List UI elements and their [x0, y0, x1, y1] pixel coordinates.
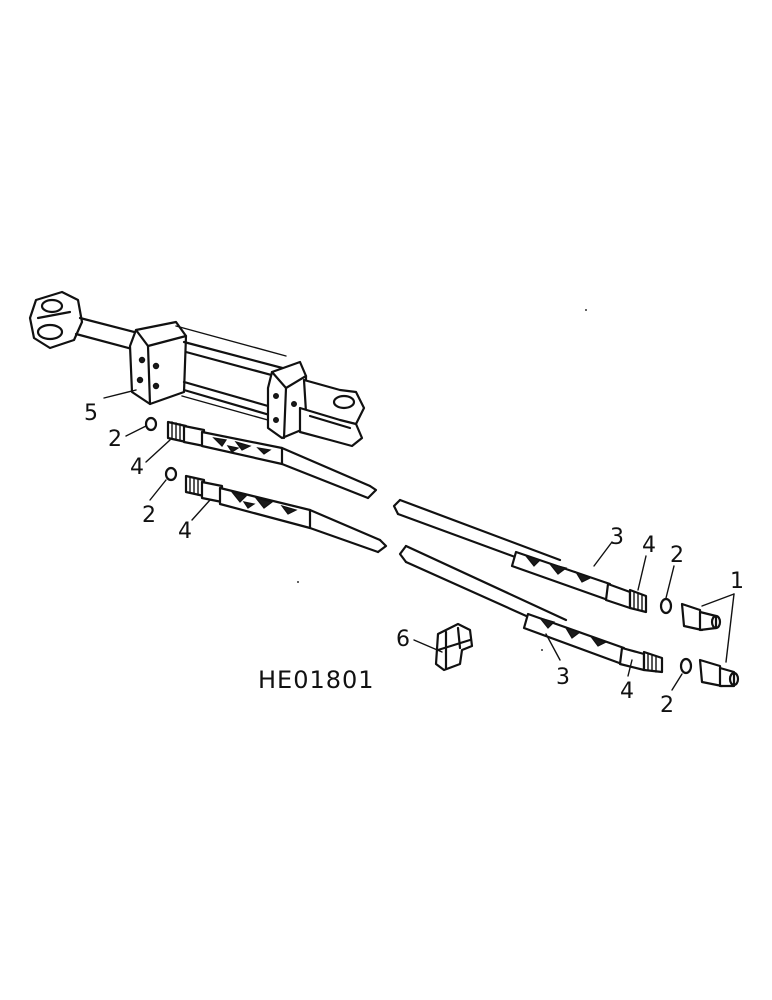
lower-hose-left-icon	[164, 466, 388, 554]
callout-4: 4	[642, 533, 656, 558]
callout-3: 3	[610, 525, 624, 550]
o-ring-icon	[144, 416, 158, 432]
scan-speck	[585, 309, 587, 311]
callout-2: 2	[670, 543, 684, 568]
hose-end-fitting-icon	[604, 582, 632, 610]
scan-speck	[297, 581, 299, 583]
callout-4: 4	[178, 519, 192, 544]
figure-code: HE01801	[258, 666, 375, 694]
upper-hose-left-icon	[144, 416, 378, 500]
hose-clamp-icon	[434, 622, 474, 672]
hydraulic-cylinder-icon	[28, 290, 366, 448]
callout-4: 4	[620, 679, 634, 704]
callout-2: 2	[142, 503, 156, 528]
callout-3: 3	[556, 665, 570, 690]
callout-6: 6	[396, 627, 410, 652]
callout-1: 1	[730, 569, 744, 594]
callout-5: 5	[84, 401, 98, 426]
callout-4: 4	[130, 455, 144, 480]
o-ring-icon	[659, 597, 673, 615]
fitting-elbow-icon	[698, 658, 724, 688]
hose-end-fitting-icon	[618, 646, 646, 672]
o-ring-icon	[164, 466, 178, 482]
o-ring-icon	[679, 657, 693, 675]
scan-speck	[541, 649, 543, 651]
callout-2: 2	[108, 427, 122, 452]
upper-hose-right-icon	[392, 498, 722, 632]
lower-hose-right-icon	[398, 544, 740, 688]
callout-2: 2	[660, 693, 674, 718]
leader-lines	[103, 389, 735, 691]
